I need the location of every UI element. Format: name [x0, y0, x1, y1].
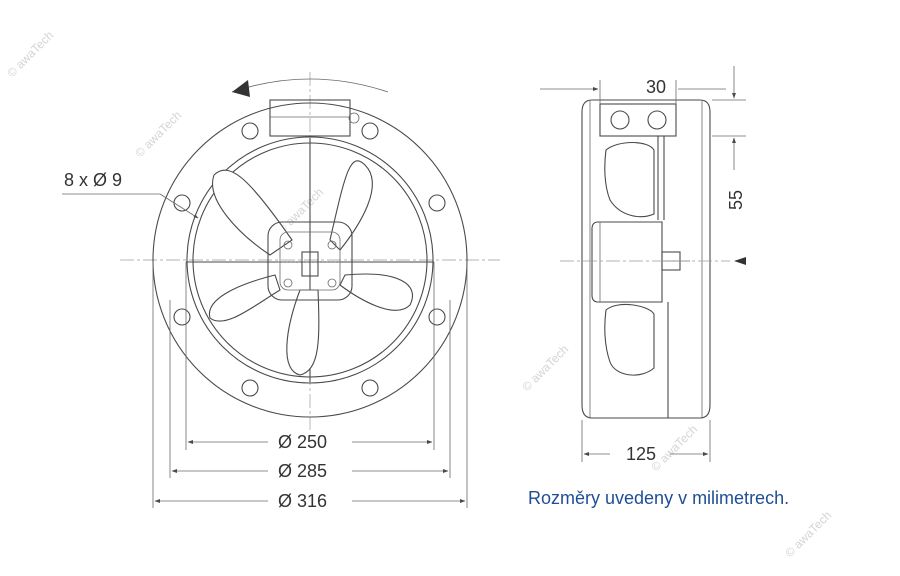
watermark: © awaTech	[782, 508, 834, 560]
watermark: © awaTech	[4, 28, 56, 80]
side-junction-box	[599, 103, 677, 137]
outer-flange	[152, 102, 468, 418]
diameter-285-label: Ø 285	[278, 461, 327, 481]
width-30-label: 30	[646, 77, 666, 97]
side-blade-bottom	[604, 303, 655, 376]
front-view: 8 x Ø 9 Ø 250 Ø 285 Ø 316	[62, 72, 500, 511]
housing-frame	[581, 99, 711, 419]
units-note: Rozměry uvedeny v milimetrech.	[528, 488, 790, 508]
diameter-250-label: Ø 250	[278, 432, 327, 452]
watermark: © awaTech	[132, 108, 184, 160]
junction-box	[269, 99, 351, 137]
side-view: 30 55 125	[540, 66, 746, 464]
watermark: © awaTech	[519, 342, 571, 394]
motor-hub	[267, 221, 353, 301]
inner-ring	[186, 136, 434, 384]
rotation-arrow-icon	[232, 80, 250, 97]
direction-arrow-icon	[734, 257, 746, 265]
diameter-316-label: Ø 316	[278, 491, 327, 511]
rotation-arc	[231, 78, 389, 93]
side-motor	[591, 221, 663, 303]
side-blade-top	[604, 141, 655, 218]
height-55-label: 55	[726, 190, 746, 210]
mounting-holes	[173, 122, 446, 397]
fan-blades	[208, 160, 413, 376]
holes-dimension-label: 8 x Ø 9	[64, 170, 122, 190]
width-125-label: 125	[626, 444, 656, 464]
